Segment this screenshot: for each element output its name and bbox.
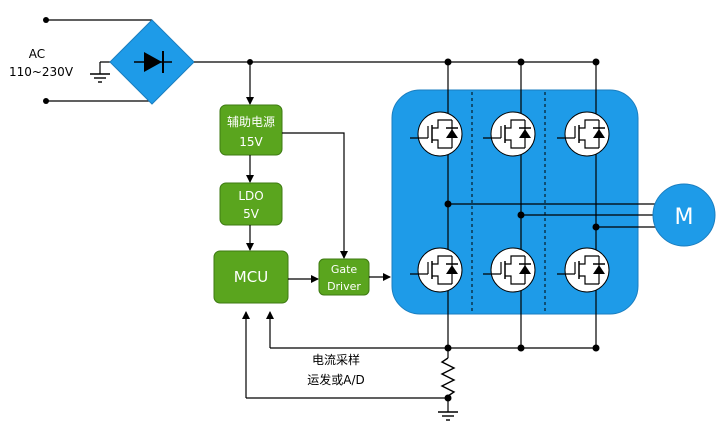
current-sense-label: 电流采样	[312, 352, 360, 367]
ac-voltage-label: 110~230V	[9, 65, 74, 79]
diode-icon	[134, 51, 172, 73]
gate-driver-title: Gate	[331, 263, 358, 276]
mcu-label: MCU	[234, 268, 268, 286]
aux-power-block: 辅助电源 15V	[219, 104, 283, 156]
ldo-block: LDO 5V	[219, 182, 283, 226]
current-sense-method-label: 运发或A/D	[307, 372, 365, 387]
ldo-title: LDO	[238, 189, 263, 203]
ground-icon	[90, 62, 110, 83]
motor-label: M	[675, 205, 694, 230]
ground-icon	[438, 411, 458, 421]
aux-power-title: 辅助电源	[227, 115, 275, 129]
mcu-block: MCU	[213, 250, 289, 304]
gate-driver-subtitle: Driver	[327, 280, 361, 293]
aux-power-voltage: 15V	[239, 135, 263, 149]
motor-icon: M	[652, 183, 716, 247]
gate-driver-block: Gate Driver	[318, 258, 370, 296]
bridge-rectifier	[109, 19, 195, 105]
ldo-voltage: 5V	[243, 207, 260, 221]
ac-input-wires	[43, 17, 152, 104]
shunt-resistor-icon	[440, 348, 456, 412]
ac-label: AC	[29, 47, 45, 61]
